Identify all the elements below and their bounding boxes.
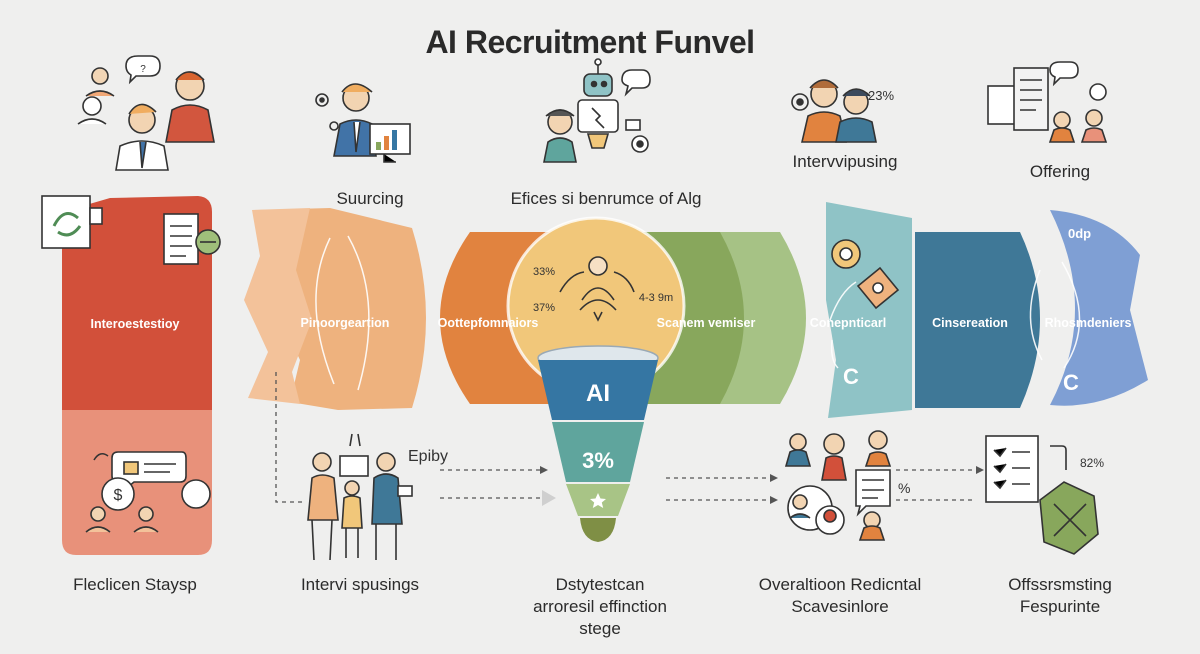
bottom-label-3a: Dstytestcan xyxy=(555,575,645,594)
dollar-icon: $ xyxy=(114,487,123,504)
marker-percent-sign: % xyxy=(898,480,911,496)
connector-arrowheads xyxy=(540,466,984,506)
marker-interview-percent: 23% xyxy=(868,88,895,103)
page-title: AI Recruitment Funvel xyxy=(425,24,755,60)
band-label-6: Cinsereation xyxy=(932,316,1008,330)
marker-offer-band: 0dp xyxy=(1068,226,1092,241)
stage-label-offering: Offering xyxy=(1029,162,1091,181)
bottom-label-1: Fleclicen Staysp xyxy=(73,575,197,594)
marker-epiby: Epiby xyxy=(408,448,449,465)
bottom-label-4a: Overaltioon Redicntal xyxy=(758,575,922,594)
band-label-7: Rhosmdeniers xyxy=(1044,316,1132,330)
collaboration-team-icon xyxy=(784,430,892,541)
band-peach xyxy=(258,208,426,410)
interview-people-icon xyxy=(791,79,877,143)
checklist-icon xyxy=(163,213,221,265)
person-in-circle-icon xyxy=(559,256,635,322)
stage-label-interviewing: Intervvipusing xyxy=(792,152,898,171)
star-icon xyxy=(590,493,606,508)
ai-funnel xyxy=(537,345,659,542)
funnel-mid-label: 3% xyxy=(582,448,614,473)
bottom-label-3b: arroresil effinction xyxy=(533,597,667,616)
payment-chat-icon xyxy=(85,451,211,533)
bottom-label-5b: Fespurinte xyxy=(1019,597,1101,616)
marker-c-blue: C xyxy=(1063,370,1079,395)
offer-documents-icon xyxy=(987,61,1108,143)
band-label-3: Oottepfomnaiors xyxy=(437,316,539,330)
marker-offer-percent: 82% xyxy=(1080,456,1105,470)
sourcing-analyst-icon xyxy=(315,83,411,163)
funnel-tip-segment xyxy=(580,518,616,542)
band-blue xyxy=(1050,210,1148,406)
dashed-connectors xyxy=(275,372,976,503)
funnel-percent-a: 33% xyxy=(532,266,556,278)
band-steel xyxy=(915,232,1040,408)
band-label-5: Conepnticarl xyxy=(809,316,887,330)
funnel-top-segment xyxy=(538,360,658,420)
ai-robot-team-icon xyxy=(543,58,651,163)
stage-label-efficiency: Efices si benrumce of Alg xyxy=(510,189,702,208)
band-arrows xyxy=(315,235,1081,391)
marker-c-teal: C xyxy=(843,364,859,389)
map-icon xyxy=(856,266,900,310)
bottom-label-4b: Scavesinlore xyxy=(791,597,889,616)
funnel-mid-segment xyxy=(552,422,644,482)
band-label-1: Interoestestioy xyxy=(90,317,180,331)
interview-panel-icon xyxy=(307,433,413,561)
band-label-2: Pinoorgeartion xyxy=(300,316,390,330)
document-chart-icon xyxy=(41,195,103,249)
gear-icon xyxy=(831,239,861,269)
svg-text:?: ? xyxy=(140,64,146,75)
funnel-top-label: AI xyxy=(586,380,610,407)
funnel-percent-b: 37% xyxy=(532,302,556,314)
team-people-icon xyxy=(77,55,215,171)
bottom-label-5a: Offssrsmsting xyxy=(1008,575,1112,594)
funnel-percent-c: 4-3 9m xyxy=(638,292,674,304)
band-label-4: Scanem vemiser xyxy=(656,316,756,330)
contract-checklist-icon xyxy=(985,435,1099,555)
bottom-label-3c: stege xyxy=(579,619,621,638)
stage-label-sourcing: Suurcing xyxy=(336,189,404,208)
bottom-label-2: Intervi spusings xyxy=(300,575,420,594)
band-peach-light xyxy=(244,208,312,404)
